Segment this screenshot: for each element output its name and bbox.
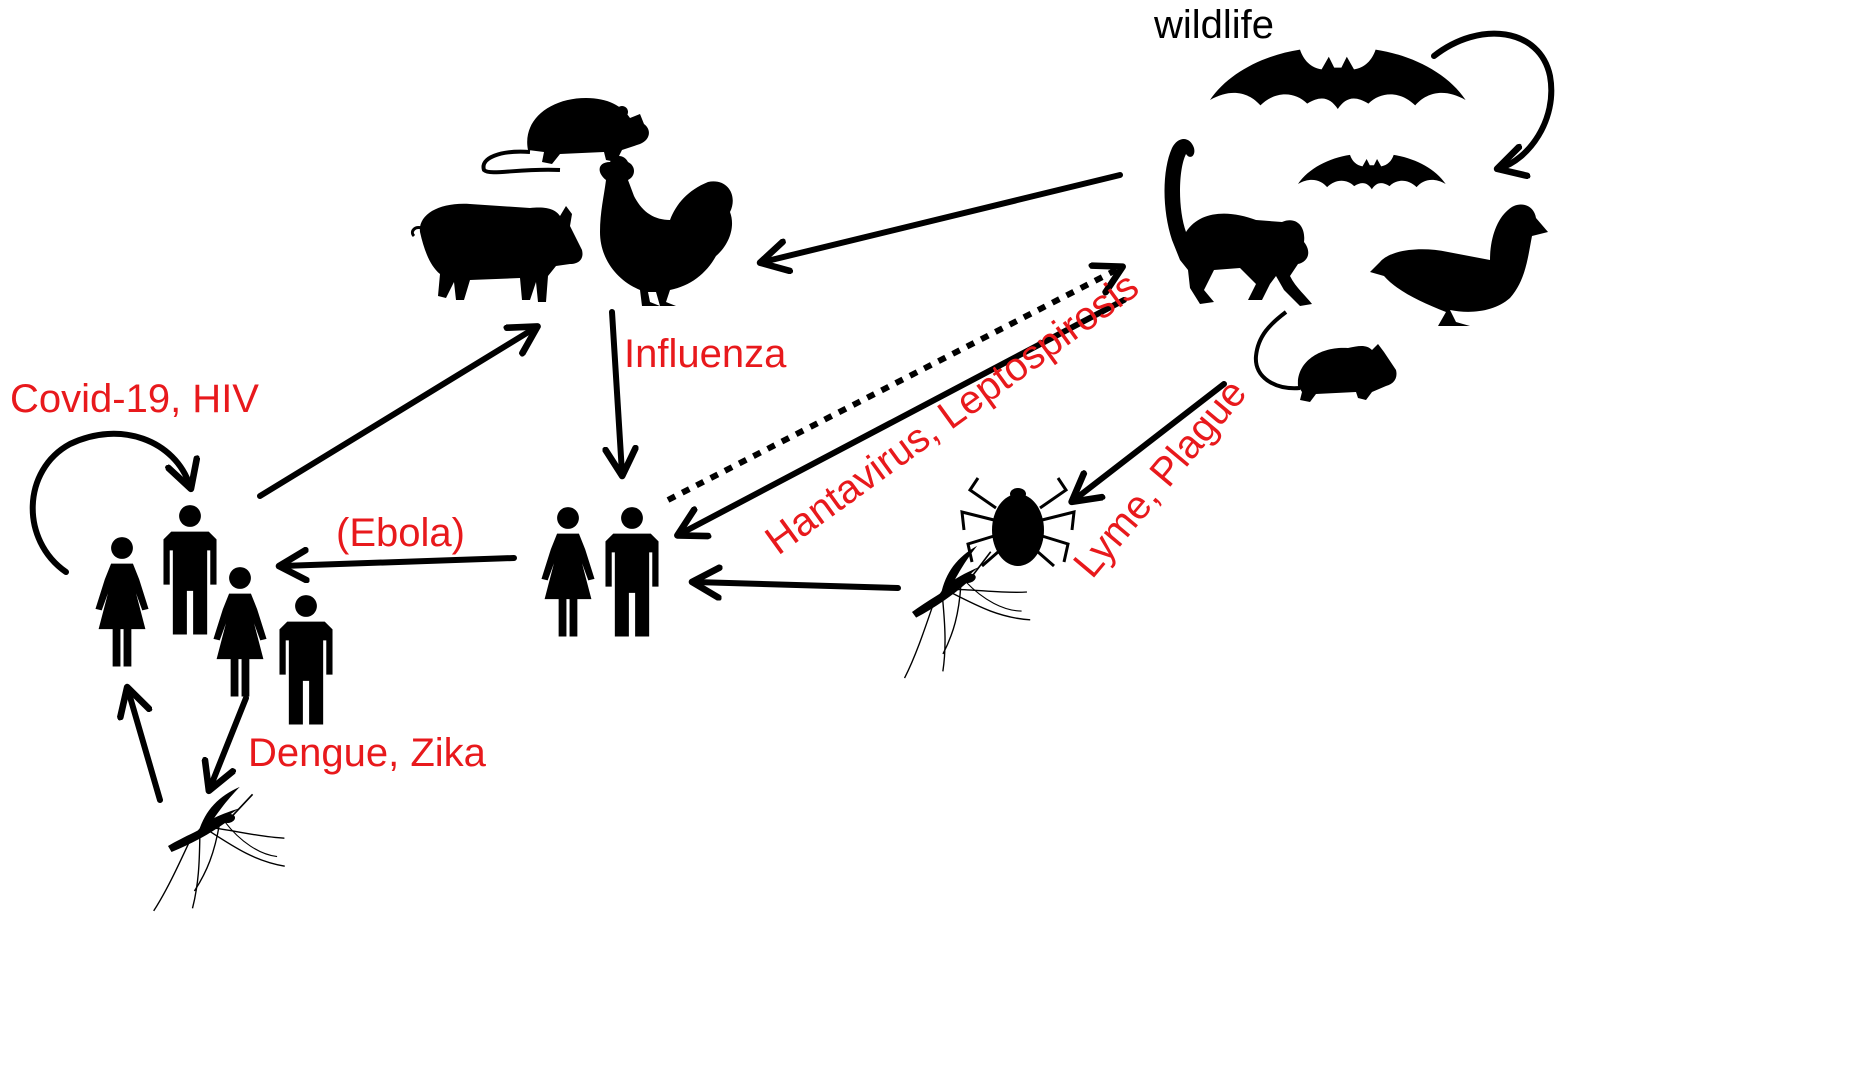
- livestock-group: [412, 98, 732, 306]
- arrow-vectors-to-humans: [695, 582, 898, 588]
- man-icon: [605, 507, 658, 636]
- bat-icon: [1210, 50, 1466, 109]
- vector-group: [873, 478, 1074, 683]
- labels: wildlife Influenza Covid-19, HIV (Ebola)…: [10, 3, 1274, 775]
- bat-icon: [1298, 155, 1446, 189]
- wildlife-label: wildlife: [1153, 3, 1274, 47]
- arrow-humans-to-group: [282, 558, 514, 566]
- arrow-livestock-to-humans: [612, 312, 622, 473]
- arrows: [33, 34, 1552, 800]
- covid-hiv-label: Covid-19, HIV: [10, 377, 259, 421]
- arrow-wildlife-to-livestock: [763, 175, 1120, 262]
- mouse-icon: [1256, 312, 1397, 402]
- hantavirus-leptospirosis-label: Hantavirus, Leptospirosis: [757, 264, 1146, 564]
- lyme-plague-label: Lyme, Plague: [1065, 371, 1255, 586]
- arrow-wildlife-loop: [1434, 34, 1551, 168]
- tick-icon: [962, 478, 1074, 566]
- arrow-mosquito-to-group: [128, 690, 160, 800]
- mosquito-icon: [132, 780, 295, 916]
- influenza-label: Influenza: [624, 332, 787, 376]
- man-icon: [279, 595, 332, 724]
- monkey-icon: [1165, 139, 1313, 306]
- wildlife-group: [1165, 50, 1549, 402]
- woman-icon: [541, 507, 594, 636]
- arrow-group-to-livestock: [260, 328, 535, 496]
- woman-icon: [213, 567, 266, 696]
- duck-icon: [1370, 204, 1548, 326]
- chicken-icon: [600, 156, 733, 306]
- ebola-label: (Ebola): [336, 511, 465, 555]
- pig-icon: [412, 204, 582, 302]
- woman-icon: [95, 537, 148, 666]
- man-icon: [163, 505, 216, 634]
- arrow-group-to-mosquito: [210, 698, 246, 788]
- human-pair: [541, 507, 658, 636]
- dengue-zika-label: Dengue, Zika: [248, 731, 487, 775]
